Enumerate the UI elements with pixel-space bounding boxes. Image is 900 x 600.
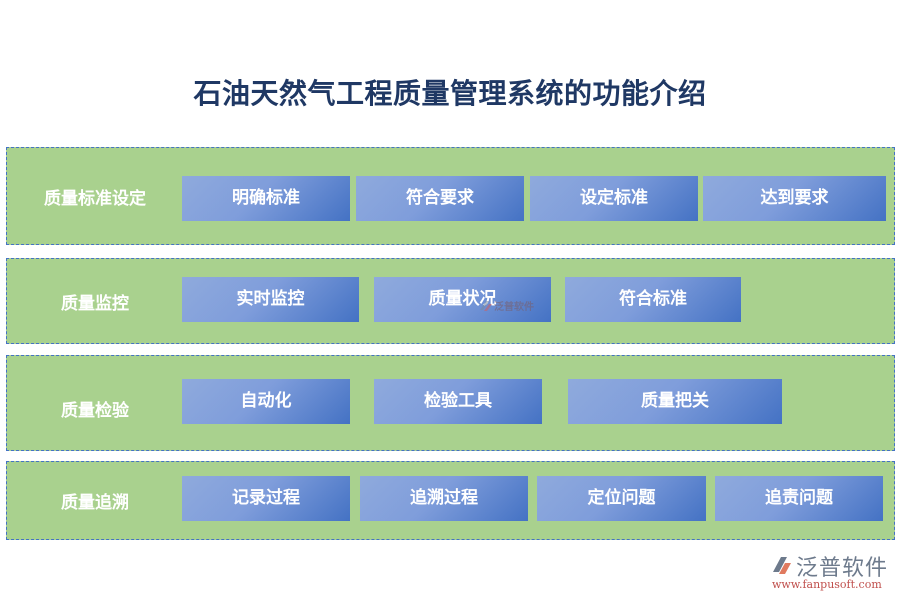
feature-item[interactable]: 设定标准 <box>530 176 698 221</box>
section-label: 质量标准设定 <box>44 189 146 209</box>
watermark-logo-icon <box>480 301 492 311</box>
brand-name: 泛普软件 <box>796 556 889 581</box>
section-quality-standard: 质量标准设定 明确标准 符合要求 设定标准 达到要求 <box>6 147 895 245</box>
feature-item[interactable]: 达到要求 <box>703 176 886 221</box>
section-quality-inspection: 质量检验 自动化 检验工具 质量把关 <box>6 355 895 451</box>
brand-logo: 泛普软件 www.fanpusoft.com <box>770 550 895 595</box>
section-quality-monitoring: 质量监控 实时监控 质量状况 符合标准 <box>6 258 895 344</box>
feature-item[interactable]: 符合要求 <box>356 176 524 221</box>
feature-item[interactable]: 自动化 <box>182 379 350 424</box>
feature-item[interactable]: 符合标准 <box>565 277 741 322</box>
feature-item[interactable]: 定位问题 <box>537 476 706 521</box>
watermark: 泛普软件 <box>478 298 548 316</box>
feature-item[interactable]: 质量状况 <box>374 277 551 322</box>
brand-logo-icon <box>773 557 791 574</box>
feature-item[interactable]: 记录过程 <box>182 476 350 521</box>
feature-item[interactable]: 明确标准 <box>182 176 350 221</box>
feature-item[interactable]: 质量把关 <box>568 379 782 424</box>
feature-item[interactable]: 检验工具 <box>374 379 542 424</box>
section-label: 质量追溯 <box>61 493 129 513</box>
feature-item[interactable]: 实时监控 <box>182 277 359 322</box>
page-title: 石油天然气工程质量管理系统的功能介绍 <box>193 77 707 110</box>
feature-item[interactable]: 追溯过程 <box>360 476 528 521</box>
feature-item[interactable]: 追责问题 <box>715 476 883 521</box>
section-label: 质量检验 <box>61 401 129 421</box>
brand-url: www.fanpusoft.com <box>772 578 882 591</box>
section-label: 质量监控 <box>61 294 129 314</box>
section-quality-traceability: 质量追溯 记录过程 追溯过程 定位问题 追责问题 <box>6 461 895 540</box>
watermark-text: 泛普软件 <box>494 302 534 313</box>
